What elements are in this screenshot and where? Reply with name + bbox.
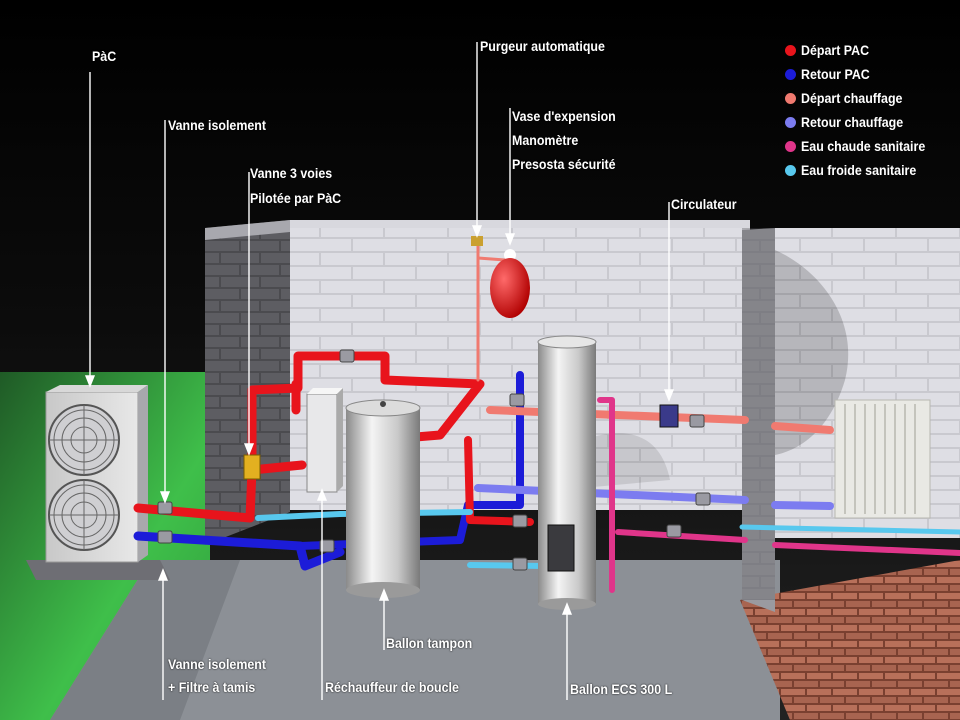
legend-item-eau-froide-sanitaire: Eau froide sanitaire: [785, 158, 936, 182]
legend-label: Eau chaude sanitaire: [801, 138, 926, 154]
label-vanne-isolement-top: Vanne isolement: [168, 118, 267, 133]
label-purgeur: Purgeur automatique: [480, 39, 605, 54]
legend: Départ PAC Retour PAC Départ chauffage R…: [785, 38, 936, 182]
label-circulateur: Circulateur: [671, 197, 737, 212]
legend-swatch: [785, 92, 796, 104]
legend-swatch: [785, 164, 796, 176]
label-pac: PàC: [92, 49, 117, 64]
legend-item-depart-chauffage: Départ chauffage: [785, 86, 936, 110]
label-ballon-ecs: Ballon ECS 300 L: [570, 682, 673, 697]
label-vase-line2: Manomètre: [512, 133, 579, 148]
legend-item-retour-pac: Retour PAC: [785, 62, 936, 86]
fan-grille-bottom: [48, 479, 120, 551]
legend-swatch: [785, 116, 796, 128]
label-vanne-isolement-bottom-line2: + Filtre à tamis: [168, 680, 256, 695]
label-vanne-3-voies-line1: Vanne 3 voies: [250, 166, 333, 181]
legend-item-depart-pac: Départ PAC: [785, 38, 936, 62]
legend-label: Retour chauffage: [801, 114, 904, 130]
label-vanne-isolement-bottom-line1: Vanne isolement: [168, 657, 267, 672]
label-vase-line1: Vase d'expension: [512, 109, 616, 124]
label-ballon-tampon: Ballon tampon: [386, 636, 473, 651]
fan-grille-top: [48, 404, 120, 476]
legend-swatch: [785, 68, 796, 80]
label-vase-line3: Presosta sécurité: [512, 157, 616, 172]
legend-swatch: [785, 140, 796, 152]
label-rechauffeur: Réchauffeur de boucle: [325, 680, 459, 695]
legend-label: Retour PAC: [801, 66, 870, 82]
label-vanne-3-voies-line2: Pilotée par PàC: [250, 191, 342, 206]
legend-swatch: [785, 44, 796, 56]
legend-label: Départ PAC: [801, 42, 870, 58]
legend-item-eau-chaude-sanitaire: Eau chaude sanitaire: [785, 134, 936, 158]
legend-label: Eau froide sanitaire: [801, 162, 917, 178]
legend-label: Départ chauffage: [801, 90, 903, 106]
legend-item-retour-chauffage: Retour chauffage: [785, 110, 936, 134]
